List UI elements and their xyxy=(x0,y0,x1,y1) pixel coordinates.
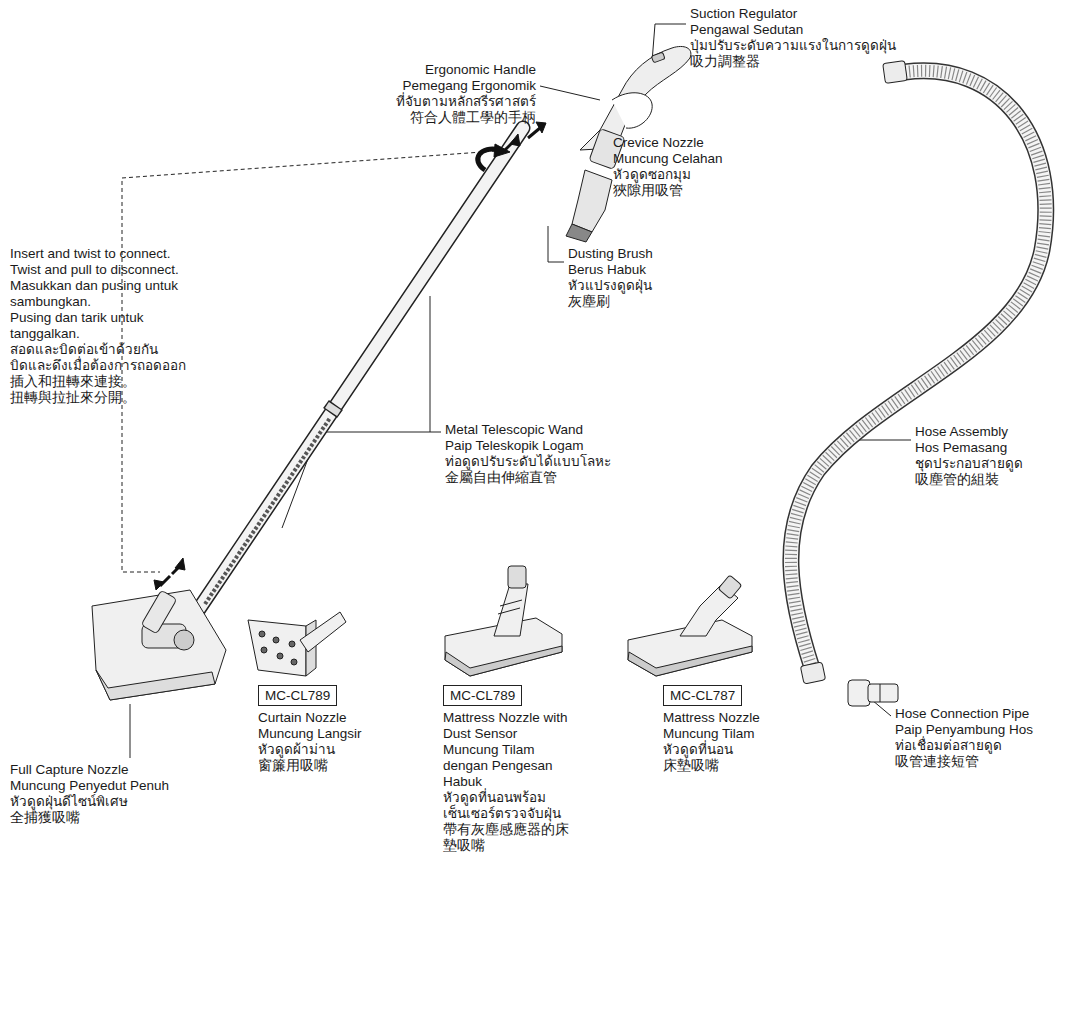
part-label: Hos Pemasang xyxy=(915,440,1007,456)
part-label: ที่จับตามหลักสรีรศาสตร์ xyxy=(396,94,536,110)
part-label: Pengawal Sedutan xyxy=(690,22,803,38)
part-label: Berus Habuk xyxy=(568,262,646,278)
part-label: ปุ่มปรับระดับความแรงในการดูดฝุ่น xyxy=(690,38,896,54)
part-label: หัวดูดที่นอนพร้อมเซ็นเซอร์ตรวจจับฝุ่น xyxy=(443,790,578,822)
part-label: Muncung Tilam dengan Pengesan Habuk xyxy=(443,742,578,790)
part-label: 床墊吸嘴 xyxy=(663,758,719,774)
part-label: หัวดูดที่นอน xyxy=(663,742,733,758)
part-label: ท่อเชื่อมต่อสายดูด xyxy=(895,738,1002,754)
part-label: Dusting Brush xyxy=(568,246,653,262)
part-label: Muncung Langsir xyxy=(258,726,362,742)
model-box: MC-CL789 xyxy=(443,685,522,706)
ergonomic-handle xyxy=(580,46,691,169)
part-label: 扭轉與拉扯來分開。 xyxy=(10,390,195,406)
part-label: Paip Teleskopik Logam xyxy=(445,438,584,454)
part-label: Hose Connection Pipe xyxy=(895,706,1029,722)
part-label: บิดและดึงเมื่อต้องการถอดออก xyxy=(10,358,195,374)
leader-line xyxy=(540,86,600,100)
part-label: 吸力調整器 xyxy=(690,54,760,70)
part-label: 吸管連接短管 xyxy=(895,754,979,770)
part-label: Muncung Penyedut Penuh xyxy=(10,778,169,794)
mattress-nozzle-sensor xyxy=(445,566,562,676)
part-label: 帶有灰塵感應器的床墊吸嘴 xyxy=(443,822,578,854)
part-label: Masukkan dan pusing untuk sambungkan. xyxy=(10,278,195,310)
part-label: 狹隙用吸管 xyxy=(613,183,683,199)
part-label: Mattress Nozzle xyxy=(663,710,760,726)
full-capture-nozzle xyxy=(92,590,226,700)
crevice-brush xyxy=(566,170,612,242)
part-label: 插入和扭轉來連接。 xyxy=(10,374,195,390)
part-label: 全捕獲吸嘴 xyxy=(10,810,80,826)
part-label: สอดและบิดต่อเข้าด้วยกัน xyxy=(10,342,195,358)
model-number: MC-CL789 xyxy=(265,688,330,703)
part-label: Ergonomic Handle xyxy=(425,62,536,78)
part-label: Full Capture Nozzle xyxy=(10,762,129,778)
model-box: MC-CL789 xyxy=(258,685,337,706)
part-label: Insert and twist to connect. xyxy=(10,246,195,262)
model-number: MC-CL789 xyxy=(450,688,515,703)
leader-line xyxy=(130,704,131,758)
part-label: Curtain Nozzle xyxy=(258,710,347,726)
part-label: Paip Penyambung Hos xyxy=(895,722,1033,738)
part-label: ท่อดูดปรับระดับได้แบบโลหะ xyxy=(445,454,611,470)
part-label: หัวดูดซอกมุม xyxy=(613,167,691,183)
part-label: 窗簾用吸嘴 xyxy=(258,758,328,774)
part-label: Metal Telescopic Wand xyxy=(445,422,583,438)
hose-assembly xyxy=(791,61,1046,685)
model-box: MC-CL787 xyxy=(663,685,742,706)
part-label: 灰塵刷 xyxy=(568,294,610,310)
part-label: Mattress Nozzle with Dust Sensor xyxy=(443,710,578,742)
telescopic-wand xyxy=(168,128,523,655)
part-label: ชุดประกอบสายดูด xyxy=(915,456,1023,472)
part-label: Pemegang Ergonomik xyxy=(402,78,536,94)
part-label: Hose Assembly xyxy=(915,424,1008,440)
part-label: หัวแปรงดูดฝุ่น xyxy=(568,278,652,294)
part-label: Muncung Celahan xyxy=(613,151,723,167)
part-label: 金屬自由伸縮直管 xyxy=(445,470,557,486)
part-label: Suction Regulator xyxy=(690,6,797,22)
leader-line xyxy=(548,226,564,262)
part-label: หัวดูดผ้าม่าน xyxy=(258,742,335,758)
part-label: Twist and pull to disconnect. xyxy=(10,262,195,278)
part-label: Muncung Tilam xyxy=(663,726,755,742)
model-number: MC-CL787 xyxy=(670,688,735,703)
part-label: 吸塵管的組裝 xyxy=(915,472,999,488)
part-label: หัวดูดฝุ่นดีไซน์พิเศษ xyxy=(10,794,128,810)
leader-line xyxy=(430,296,441,432)
mattress-nozzle xyxy=(628,575,752,676)
direction-arrows xyxy=(147,122,546,667)
part-label: Crevice Nozzle xyxy=(613,135,704,151)
connection-pipe xyxy=(848,680,898,706)
part-label: 符合人體工學的手柄 xyxy=(410,110,536,126)
curtain-nozzle xyxy=(248,612,346,676)
part-label: Pusing dan tarik untuk tanggalkan. xyxy=(10,310,195,342)
